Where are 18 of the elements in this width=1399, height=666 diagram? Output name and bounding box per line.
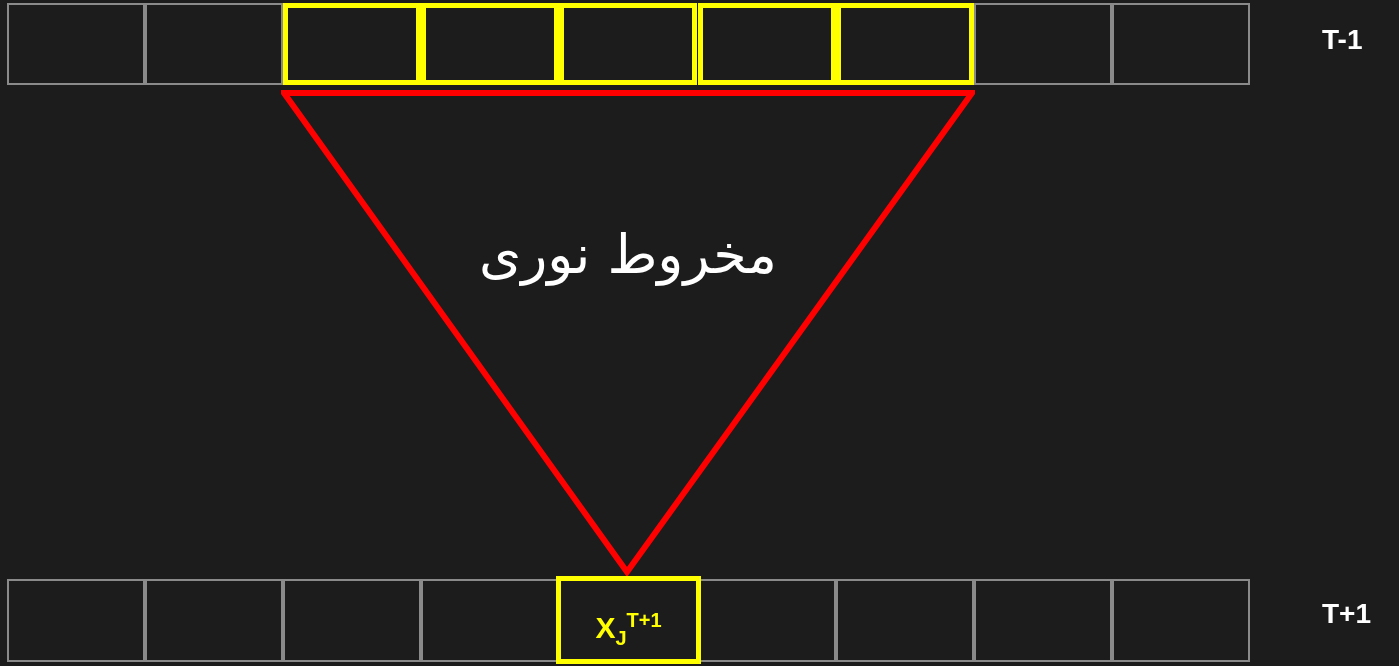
grid-cell	[1111, 3, 1250, 85]
grid-cell	[283, 3, 422, 85]
row-label: T-1	[1322, 24, 1363, 56]
grid-cell	[835, 3, 974, 85]
grid-cell	[7, 579, 146, 662]
grid-cell	[145, 3, 284, 85]
row-label: T+1	[1322, 598, 1372, 630]
grid-cell	[973, 3, 1112, 85]
cone-label: مخروط نوری	[479, 222, 777, 288]
grid-cell	[7, 3, 146, 85]
grid-cell	[421, 3, 560, 85]
grid-cell	[283, 579, 422, 662]
grid-cell	[973, 579, 1112, 662]
grid-cell	[835, 579, 974, 662]
grid-cell	[697, 3, 836, 85]
grid-cell	[145, 579, 284, 662]
grid-cell	[559, 3, 698, 85]
grid-cell	[1111, 579, 1250, 662]
